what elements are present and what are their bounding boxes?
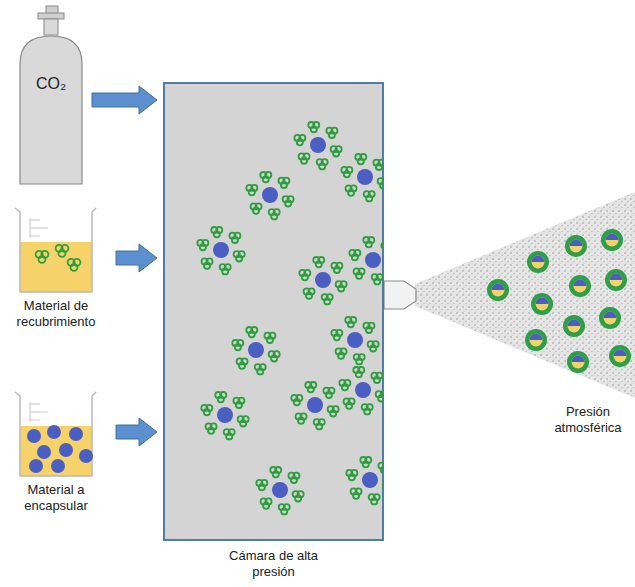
- region-label: Presión atmosférica: [546, 404, 630, 436]
- nozzle: [384, 281, 416, 309]
- block-arrow: [116, 244, 157, 272]
- node-label: Cámara de alta presión: [212, 82, 336, 580]
- pressure-chamber: Cámara de alta presión: [163, 82, 384, 580]
- block-arrow: [116, 418, 157, 446]
- node-label: Material de recubrimiento: [6, 206, 106, 330]
- node-outline: [163, 82, 384, 542]
- beaker: Material de recubrimiento: [4, 206, 108, 330]
- node-outline: [4, 390, 108, 480]
- beaker: Material a encapsular: [4, 390, 108, 514]
- gas-label: CO₂: [18, 4, 84, 94]
- node-label: Material a encapsular: [6, 390, 106, 514]
- spray-cone: [415, 192, 635, 398]
- block-arrow: [92, 86, 157, 114]
- encapsulated-particles: [487, 229, 631, 373]
- gas-cylinder: CO₂: [18, 4, 84, 186]
- node-outline: [4, 206, 108, 296]
- node-outline: [18, 4, 84, 186]
